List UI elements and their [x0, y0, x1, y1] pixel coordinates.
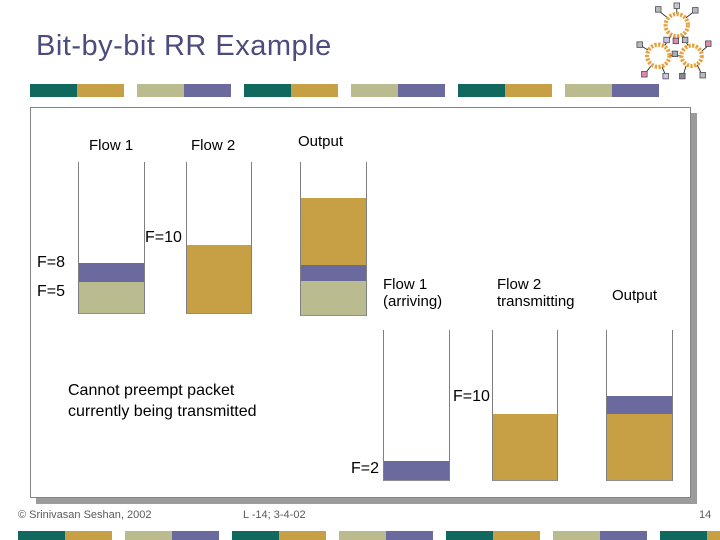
finish-tag-f2: F=2 — [351, 460, 380, 477]
packet-segment-olive — [301, 281, 366, 315]
decorative-bar-bottom — [18, 531, 720, 540]
decorative-block-purple — [612, 84, 659, 97]
decorative-bar-top — [30, 84, 660, 97]
decorative-block-gold — [505, 84, 552, 97]
decorative-block-olive — [125, 531, 172, 540]
finish-tag-f8: F=8 — [37, 254, 66, 271]
packet-segment-purple — [607, 396, 672, 414]
queue-label-output: Output — [298, 133, 344, 150]
decorative-block-teal — [660, 531, 707, 540]
decorative-block-purple — [184, 84, 231, 97]
footer-copyright: © Srinivasan Seshan, 2002 — [18, 509, 152, 521]
packet-segment-olive — [79, 282, 144, 313]
queue-label-flow2-transmitting: Flow 2 transmitting — [497, 276, 575, 310]
queue-label-flow1-arriving: Flow 1 (arriving) — [383, 276, 443, 310]
packet-segment-purple — [301, 265, 366, 281]
decorative-block-purple — [172, 531, 219, 540]
decorative-block-gold — [707, 531, 720, 540]
queue-label-flow1: Flow 1 — [89, 137, 134, 154]
queue-column-output — [300, 162, 367, 316]
queue-label-flow2: Flow 2 — [191, 137, 236, 154]
finish-tag-f5: F=5 — [37, 283, 66, 300]
decorative-block-teal — [458, 84, 505, 97]
queue-label-output-after: Output — [612, 287, 658, 304]
queue-column-flow1-arriving — [383, 330, 450, 481]
packet-segment-gold — [187, 245, 251, 313]
queue-column-flow1 — [78, 162, 145, 314]
finish-tag-f10: F=10 — [145, 229, 182, 246]
decorative-block-teal — [446, 531, 493, 540]
decorative-block-gold — [291, 84, 338, 97]
decorative-block-olive — [565, 84, 612, 97]
decorative-block-teal — [18, 531, 65, 540]
decorative-block-purple — [398, 84, 445, 97]
queue-column-output-after — [606, 330, 673, 481]
queue-column-flow2 — [186, 162, 252, 314]
decorative-block-gold — [493, 531, 540, 540]
decorative-block-teal — [232, 531, 279, 540]
decorative-block-olive — [553, 531, 600, 540]
decorative-block-teal — [244, 84, 291, 97]
footer-lecture-id: L -14; 3-4-02 — [243, 509, 306, 521]
finish-tag-f10-after: F=10 — [453, 388, 490, 405]
decorative-block-olive — [351, 84, 398, 97]
slide-content-panel: Flow 1 Flow 2 Output F=10 F=8 F=5 Cannot… — [30, 107, 691, 498]
decorative-block-purple — [386, 531, 433, 540]
packet-segment-purple — [384, 461, 449, 480]
decorative-block-gold — [65, 531, 112, 540]
packet-segment-purple — [79, 263, 144, 282]
packet-segment-gold — [607, 414, 672, 480]
decorative-block-gold — [279, 531, 326, 540]
footer-page-number: 14 — [699, 509, 712, 521]
slide-title: Bit-by-bit RR Example — [36, 30, 332, 62]
decorative-block-purple — [600, 531, 647, 540]
decorative-block-teal — [30, 84, 77, 97]
note-text: Cannot preempt packet currently being tr… — [68, 382, 257, 420]
decorative-block-olive — [137, 84, 184, 97]
decorative-block-olive — [339, 531, 386, 540]
packet-segment-gold — [493, 414, 557, 480]
decorative-block-gold — [77, 84, 124, 97]
queue-column-flow2-transmitting — [492, 330, 558, 481]
packet-segment-gold — [301, 198, 366, 265]
molecule-logo-icon — [632, 2, 716, 95]
